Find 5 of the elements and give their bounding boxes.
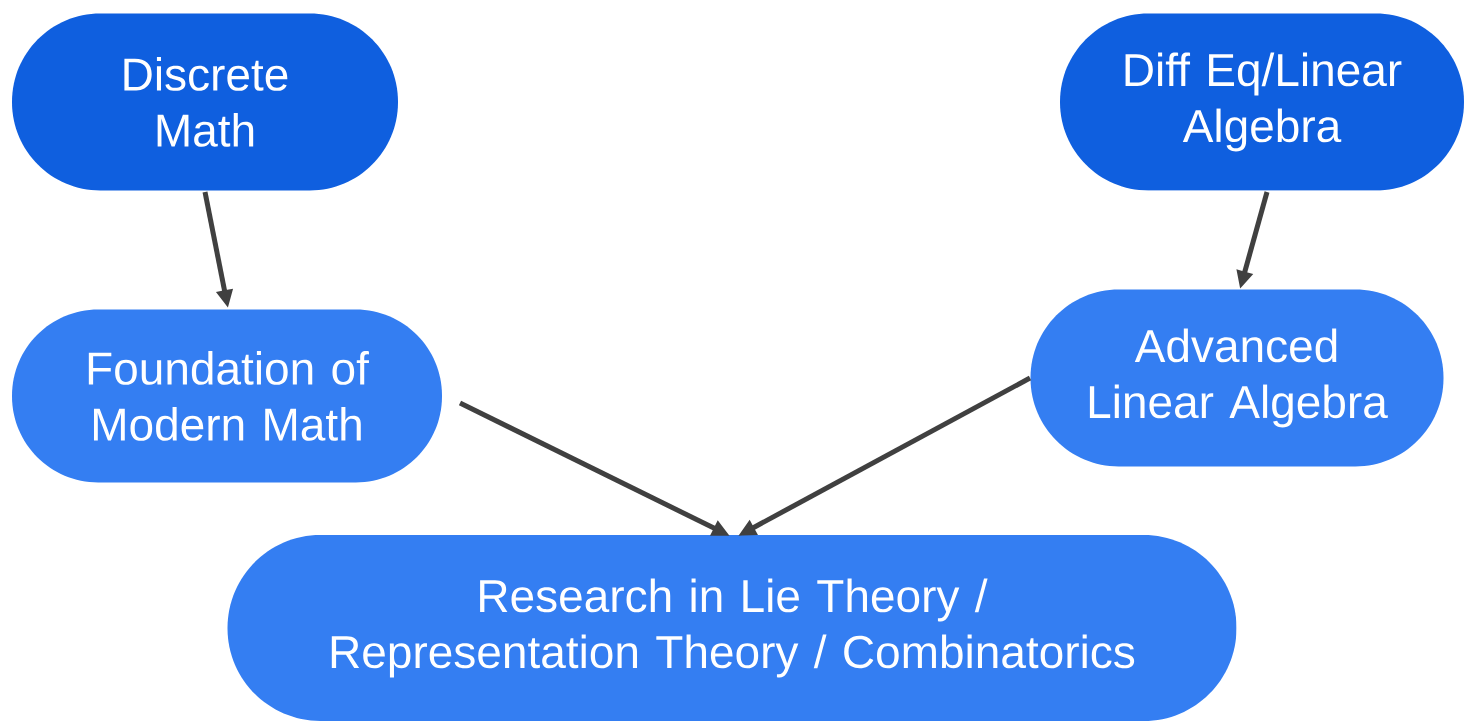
- rounded-box: Advanced Linear Algebra: [1030, 289, 1444, 467]
- rounded-box: Foundation of Modern Math: [12, 309, 442, 483]
- rounded-box: Discrete Math: [12, 13, 398, 191]
- rounded-box: Research in Lie Theory / Representation Theory / Combinatorics: [227, 535, 1237, 721]
- rounded-box: Diff Eq/Linear Algebra: [1060, 13, 1464, 191]
